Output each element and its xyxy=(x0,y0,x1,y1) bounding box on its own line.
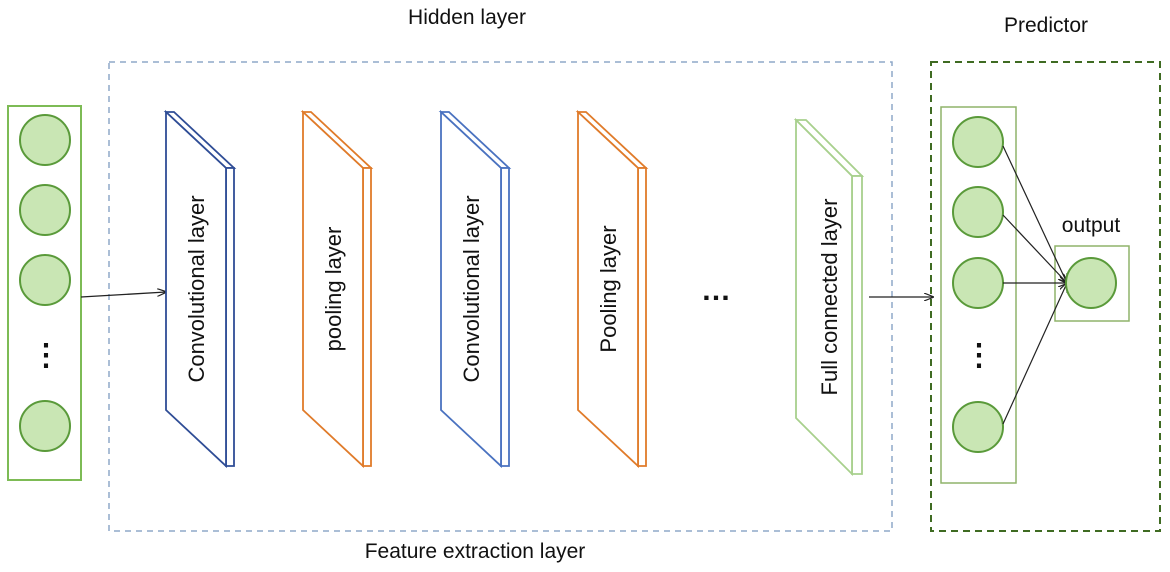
input-node xyxy=(19,114,71,166)
layer-label: Convolutional layer xyxy=(184,195,209,382)
input-layer-box xyxy=(7,105,82,481)
connection-line xyxy=(1002,214,1067,283)
input-node xyxy=(19,254,71,306)
output-label: output xyxy=(1062,214,1121,237)
arrow-input-to-conv xyxy=(80,292,166,298)
layer-convolutional-2: Convolutional layer xyxy=(438,109,512,469)
predictor-title: Predictor xyxy=(1004,14,1088,37)
layer-label: pooling layer xyxy=(321,227,346,352)
layers-ellipsis: … xyxy=(701,274,731,307)
hidden-layer-title: Hidden layer xyxy=(408,6,526,29)
layer-pooling-2: Pooling layer xyxy=(575,109,649,469)
input-ellipsis: ⋮ xyxy=(31,339,61,372)
predictor-node xyxy=(952,186,1004,238)
predictor-ellipsis: ⋮ xyxy=(964,339,994,372)
layer-label: Convolutional layer xyxy=(459,195,484,382)
connection-line xyxy=(1002,283,1067,425)
layer-label: Full connected layer xyxy=(817,199,842,396)
input-node xyxy=(19,400,71,452)
predictor-node xyxy=(952,401,1004,453)
input-node xyxy=(19,184,71,236)
feature-extraction-title: Feature extraction layer xyxy=(365,540,586,563)
predictor-box xyxy=(930,61,1161,532)
predictor-nodes-box xyxy=(940,106,1017,484)
predictor-nodes xyxy=(952,116,1004,453)
connection-line xyxy=(1002,145,1067,283)
input-nodes xyxy=(19,114,71,452)
layer-label: Pooling layer xyxy=(596,225,621,352)
output-node xyxy=(1065,257,1117,309)
output-connections xyxy=(1002,145,1067,425)
layer-full-connected: Full connected layer xyxy=(793,117,865,477)
predictor-node xyxy=(952,116,1004,168)
layer-convolutional-1: Convolutional layer xyxy=(163,109,237,469)
predictor-node xyxy=(952,257,1004,309)
layer-pooling-1: pooling layer xyxy=(300,109,374,469)
